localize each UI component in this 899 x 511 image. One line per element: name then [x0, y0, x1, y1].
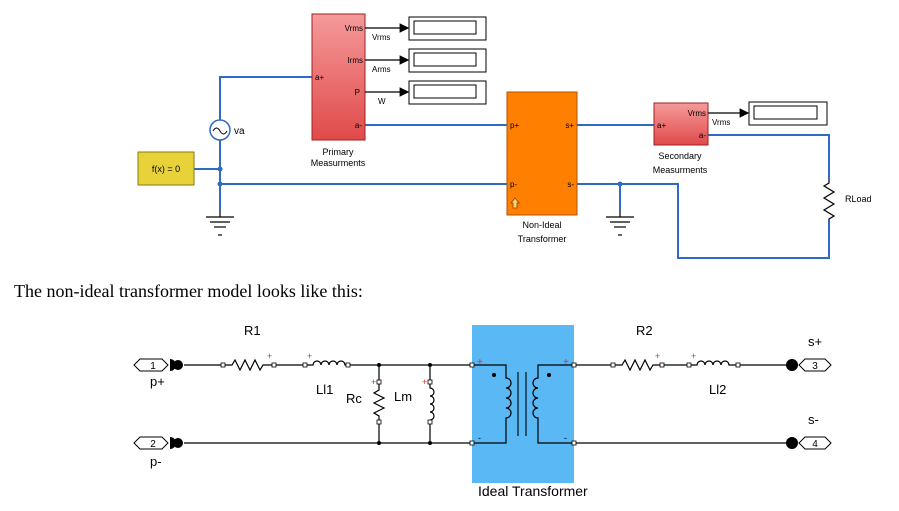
- subsystem-wires: [184, 364, 792, 444]
- secondary-caption-2: Measurments: [653, 165, 708, 175]
- top-wires: [194, 76, 830, 259]
- svg-text:-: -: [478, 433, 481, 443]
- load-label: RLoad: [845, 194, 872, 204]
- port-4-number: 4: [812, 439, 818, 450]
- transformer-port-p-minus: p-: [510, 180, 517, 189]
- primary-caption-1: Primary: [323, 147, 354, 157]
- signal-label-arms: Arms: [372, 65, 391, 74]
- port-s-plus[interactable]: 3 s+: [786, 334, 832, 372]
- secondary-port-a-plus: a+: [657, 121, 666, 130]
- rc-label: Rc: [346, 391, 362, 406]
- display-w[interactable]: [408, 80, 487, 105]
- r1-label: R1: [244, 323, 261, 338]
- svg-text:+: +: [563, 357, 569, 368]
- lm-label: Lm: [394, 389, 412, 404]
- resistor-r1[interactable]: + R1: [220, 323, 277, 372]
- svg-text:+: +: [371, 377, 376, 387]
- display-arms[interactable]: [408, 48, 487, 73]
- caption-text: The non-ideal transformer model looks li…: [14, 281, 363, 301]
- inductor-lm[interactable]: + Lm: [394, 377, 435, 425]
- secondary-measurement-block[interactable]: Vrms a+ a- Secondary Measurments: [653, 102, 709, 175]
- voltage-source[interactable]: va: [209, 119, 245, 141]
- secondary-port-vrms: Vrms: [688, 109, 706, 118]
- svg-text:+: +: [307, 351, 312, 361]
- primary-caption-2: Measurments: [311, 158, 366, 168]
- primary-port-a-minus: a-: [355, 121, 362, 130]
- source-label: va: [234, 126, 245, 137]
- svg-text:+: +: [655, 351, 660, 361]
- ideal-transformer-symbol: + + - -: [469, 357, 577, 446]
- signal-label-vrms: Vrms: [372, 33, 390, 42]
- port-s-minus-label: s-: [808, 412, 819, 427]
- primary-port-vrms: Vrms: [345, 24, 363, 33]
- port-s-minus[interactable]: 4 s-: [786, 412, 832, 450]
- inductor-ll1[interactable]: + Ll1: [302, 351, 351, 397]
- function-block[interactable]: f(x) = 0: [137, 151, 195, 186]
- port-p-plus-label: p+: [150, 374, 165, 389]
- ll2-label: Ll2: [709, 382, 726, 397]
- primary-port-a-plus: a+: [315, 73, 324, 82]
- resistor-r2[interactable]: + R2: [610, 323, 665, 372]
- ground-right: [606, 212, 634, 236]
- svg-text:+: +: [691, 351, 696, 361]
- port-3-number: 3: [812, 361, 818, 372]
- load-resistor[interactable]: RLoad: [822, 180, 872, 220]
- secondary-signal-label: Vrms: [712, 118, 730, 127]
- svg-text:+: +: [422, 377, 427, 387]
- transformer-port-p-plus: p+: [510, 121, 519, 130]
- resistor-rc[interactable]: + Rc: [346, 377, 386, 425]
- display-vrms[interactable]: [408, 16, 487, 41]
- primary-outputs: Vrms Arms W: [365, 23, 410, 106]
- ideal-transformer-block[interactable]: [472, 325, 574, 483]
- primary-port-p: P: [355, 88, 360, 97]
- transformer-caption-2: Transformer: [518, 234, 567, 244]
- svg-text:-: -: [564, 433, 567, 443]
- inductor-ll2[interactable]: + Ll2: [686, 351, 741, 397]
- port-p-minus-label: p-: [150, 454, 162, 469]
- transformer-port-s-plus: s+: [565, 121, 574, 130]
- svg-text:+: +: [477, 357, 483, 368]
- ll1-label: Ll1: [316, 382, 333, 397]
- transformer-port-s-minus: s-: [567, 180, 574, 189]
- port-s-plus-label: s+: [808, 334, 822, 349]
- port-p-minus[interactable]: 2 p-: [133, 436, 183, 469]
- display-secondary-vrms[interactable]: [748, 101, 828, 126]
- r2-label: R2: [636, 323, 653, 338]
- signal-label-w: W: [378, 97, 386, 106]
- primary-measurement-block[interactable]: Vrms Irms P a+ a- Primary Measurments: [311, 13, 366, 168]
- transformer-caption-1: Non-Ideal: [522, 220, 561, 230]
- port-2-number: 2: [150, 439, 156, 450]
- port-1-number: 1: [150, 361, 156, 372]
- secondary-port-a-minus: a-: [699, 131, 706, 140]
- svg-text:+: +: [267, 351, 272, 361]
- ideal-transformer-label: Ideal Transformer: [478, 483, 588, 499]
- non-ideal-transformer-block[interactable]: p+ p- s+ s- Non-Ideal Transformer: [506, 91, 578, 244]
- junction-dots: [217, 166, 623, 187]
- primary-port-irms: Irms: [347, 56, 363, 65]
- mask-arrow-icon: [510, 197, 520, 209]
- function-block-label: f(x) = 0: [152, 164, 180, 174]
- subsystem-junctions: [377, 363, 432, 445]
- ground-left: [206, 212, 234, 236]
- secondary-caption-1: Secondary: [658, 151, 702, 161]
- port-p-plus[interactable]: 1 p+: [133, 358, 183, 389]
